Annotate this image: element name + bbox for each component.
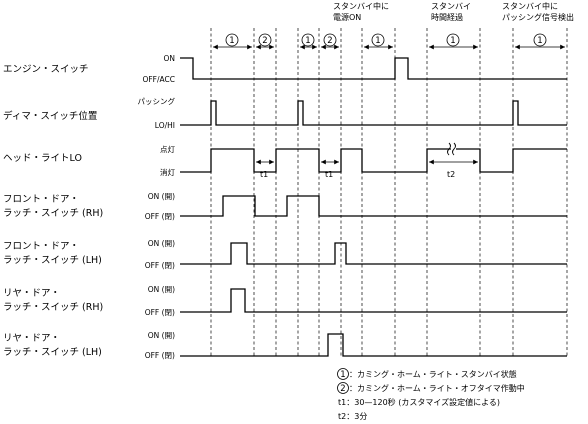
- interval-circle-1: 1: [225, 33, 239, 47]
- level-engine-on: ON: [163, 54, 175, 63]
- note-standby-elapsed-l2: 時間経過: [431, 12, 463, 22]
- svg-text:1: 1: [450, 36, 455, 46]
- signal-name-front-lh-l1: フロント・ドア・: [3, 241, 79, 252]
- level-rear-lh-on: ON (開): [148, 331, 175, 340]
- level-front-rh-on: ON (開): [148, 192, 175, 201]
- svg-text:1: 1: [375, 36, 380, 46]
- interval-circle-3: 1: [301, 33, 315, 47]
- top-notes: スタンバイ中に 電源ON スタンバイ 時間経過 スタンバイ中に パッシング信号検…: [333, 1, 574, 22]
- waveform-rear-rh: [180, 288, 567, 313]
- waveform-rear-lh: [180, 333, 567, 357]
- waveform-front-rh: [180, 195, 567, 217]
- t1-label-first: t1: [260, 170, 268, 179]
- level-front-rh-off: OFF (閉): [145, 212, 175, 221]
- signal-name-front-rh-l2: ラッチ・スイッチ (RH): [3, 208, 103, 219]
- interval-circle-5: 1: [371, 33, 385, 47]
- waveform-headlight-lo-tail: [456, 148, 567, 173]
- level-front-lh-off: OFF (閉): [145, 261, 175, 270]
- level-rear-rh-off: OFF (閉): [145, 308, 175, 317]
- note-standby-elapsed-l1: スタンバイ: [431, 2, 471, 11]
- signal-name-engine-switch: エンジン・スイッチ: [3, 64, 89, 75]
- signal-name-headlight-lo: ヘッド・ライトLO: [3, 153, 82, 164]
- legend-text-t2: t2：3分: [338, 412, 367, 421]
- signal-name-rear-rh-l1: リヤ・ドア・: [3, 288, 60, 299]
- svg-text:2: 2: [262, 36, 267, 46]
- legend-text-2: ：カミング・ホーム・ライト・オフタイマ作動中: [349, 383, 525, 393]
- interval-circle-4: 2: [323, 33, 337, 47]
- level-engine-off: OFF/ACC: [142, 75, 175, 84]
- signal-name-front-rh-l1: フロント・ドア・: [3, 194, 79, 205]
- waveform-engine-switch: [180, 57, 567, 80]
- level-dimmer-passing: パッシング: [138, 96, 176, 106]
- signal-name-rear-lh-l1: リヤ・ドア・: [3, 333, 60, 344]
- note-passing-detected-l2: パッシング信号検出: [502, 12, 574, 22]
- signal-name-dimmer-switch: ディマ・スイッチ位置: [3, 110, 97, 122]
- svg-text:1: 1: [305, 36, 310, 46]
- break-mark: [447, 142, 456, 156]
- waveform-dimmer-switch: [180, 100, 567, 126]
- legend-text-t1: t1：30—120秒 (カスタマイズ設定値による): [338, 397, 500, 407]
- waveform-front-lh: [180, 242, 567, 265]
- svg-text:2: 2: [340, 384, 345, 394]
- t2-label: t2: [447, 170, 455, 179]
- svg-text:1: 1: [229, 36, 234, 46]
- level-headlight-off: 消灯: [160, 167, 175, 177]
- level-labels: ON OFF/ACC パッシング LO/HI 点灯 消灯 ON (開) OFF …: [138, 54, 176, 360]
- level-headlight-on: 点灯: [160, 144, 175, 154]
- signal-name-rear-rh-l2: ラッチ・スイッチ (RH): [3, 302, 103, 313]
- signal-name-front-lh-l2: ラッチ・スイッチ (LH): [3, 255, 102, 266]
- signal-name-rear-lh-l2: ラッチ・スイッチ (LH): [3, 347, 102, 358]
- legend-item-2: 2 ：カミング・ホーム・ライト・オフタイマ作動中: [337, 382, 525, 394]
- note-passing-detected-l1: スタンバイ中に: [502, 1, 558, 11]
- note-standby-power-on-l2: 電源ON: [333, 13, 361, 22]
- level-dimmer-lohi: LO/HI: [155, 121, 175, 130]
- interval-circle-2: 2: [258, 33, 272, 47]
- svg-text:2: 2: [327, 36, 332, 46]
- interval-circles: 1 2 1 2 1 1 1: [225, 33, 547, 47]
- level-rear-rh-on: ON (開): [148, 285, 175, 294]
- note-standby-power-on-l1: スタンバイ中に: [333, 1, 389, 11]
- level-rear-lh-off: OFF (閉): [145, 351, 175, 360]
- svg-text:1: 1: [537, 36, 542, 46]
- event-lines: [210, 28, 568, 357]
- waveform-headlight-lo: [180, 148, 451, 173]
- interval-circle-6: 1: [446, 33, 460, 47]
- interval-circle-7: 1: [533, 33, 547, 47]
- legend-item-1: 1 ：カミング・ホーム・ライト・スタンバイ状態: [337, 368, 517, 380]
- svg-text:1: 1: [340, 370, 345, 380]
- level-front-lh-on: ON (開): [148, 239, 175, 248]
- legend: 1 ：カミング・ホーム・ライト・スタンバイ状態 2 ：カミング・ホーム・ライト・…: [337, 368, 525, 421]
- signal-names: エンジン・スイッチ ディマ・スイッチ位置 ヘッド・ライトLO フロント・ドア・ …: [3, 64, 103, 358]
- t1-label-second: t1: [325, 170, 333, 179]
- legend-text-1: ：カミング・ホーム・ライト・スタンバイ状態: [349, 369, 517, 379]
